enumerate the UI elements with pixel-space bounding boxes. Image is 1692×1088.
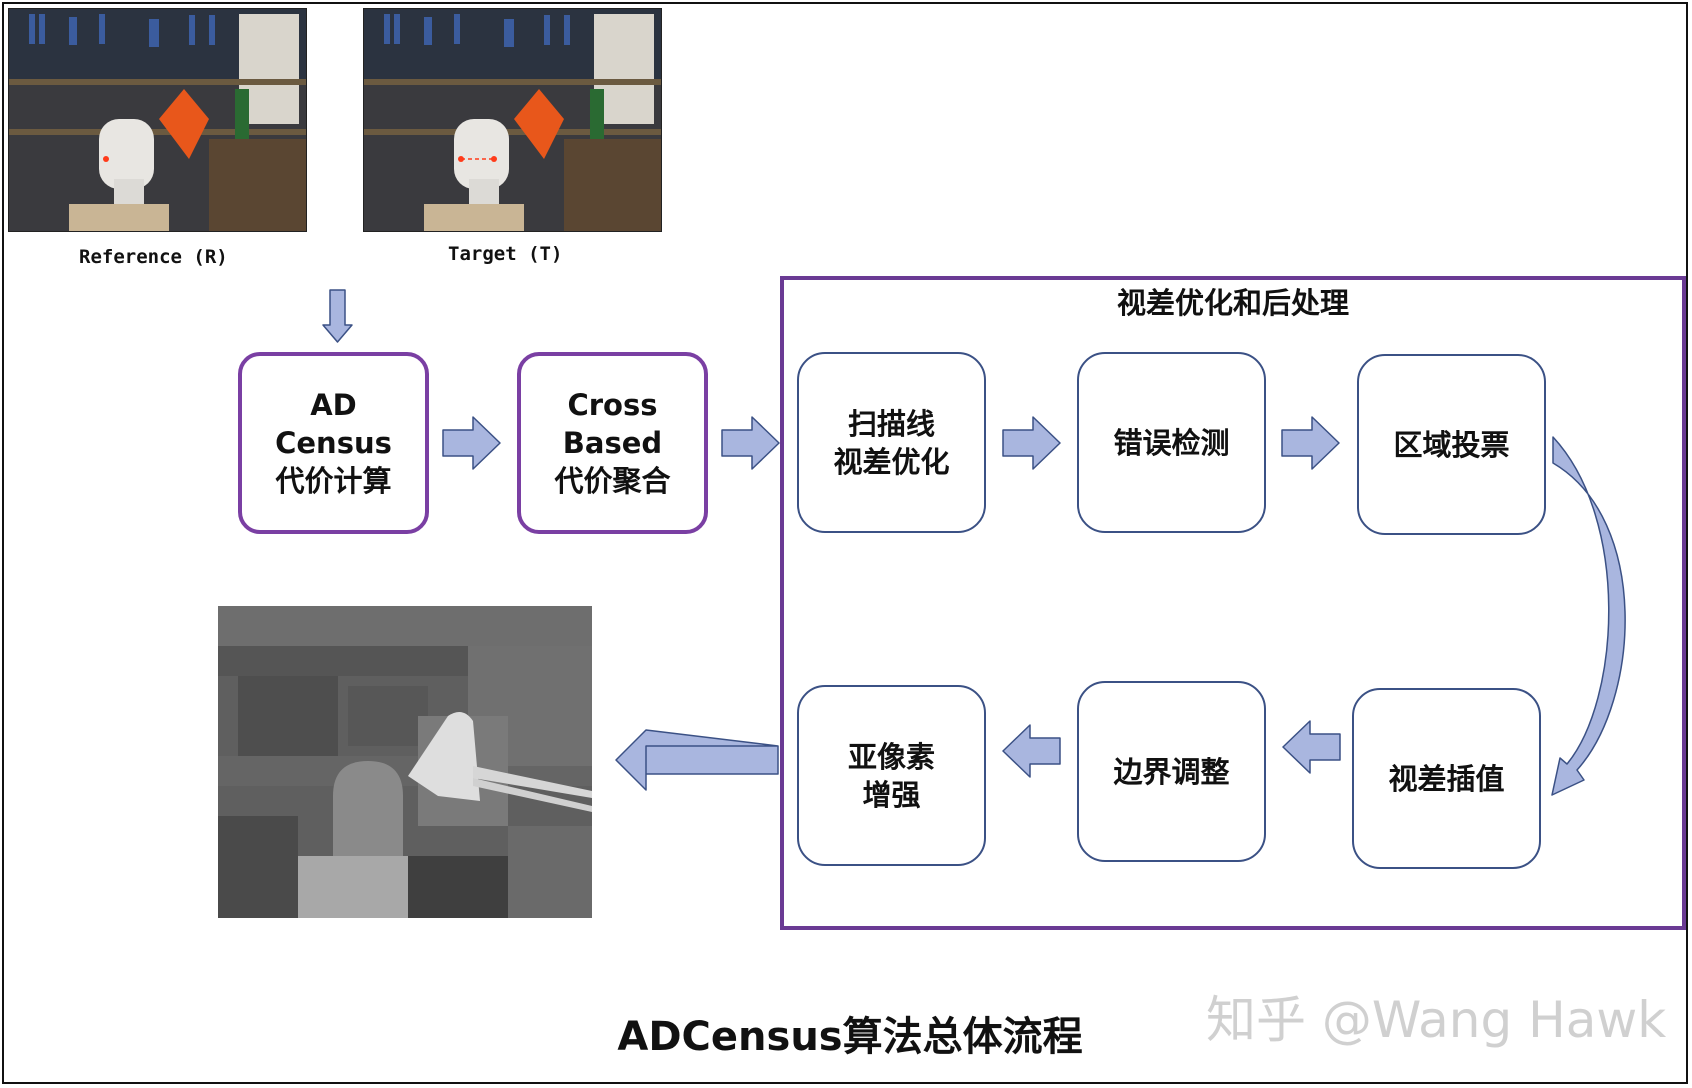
boundary-adjustment-label: 边界调整 bbox=[1113, 754, 1230, 789]
cross-based-line-3: 代价聚合 bbox=[554, 464, 671, 498]
postprocess-title: 视差优化和后处理 bbox=[1116, 286, 1349, 320]
subpixel-line-2: 增强 bbox=[862, 777, 921, 812]
boundary-adjustment-node: 边界调整 bbox=[1077, 681, 1266, 862]
cross-based-aggregation-node: Cross Based 代价聚合 bbox=[517, 352, 708, 534]
disparity-interpolation-node: 视差插值 bbox=[1352, 688, 1541, 869]
disparity-map-image bbox=[218, 606, 592, 918]
subpixel-line-1: 亚像素 bbox=[847, 739, 935, 774]
reference-image bbox=[8, 8, 307, 232]
reference-caption: Reference (R) bbox=[79, 246, 228, 268]
subpixel-enhancement-node: 亚像素 增强 bbox=[797, 685, 986, 866]
target-image bbox=[363, 8, 662, 232]
cross-based-line-2: Based bbox=[562, 426, 663, 460]
watermark: 知乎 @Wang Hawk bbox=[1206, 991, 1667, 1049]
target-caption: Target (T) bbox=[448, 243, 563, 265]
diagram-title: ADCensus算法总体流程 bbox=[617, 1014, 1083, 1060]
ad-census-line-3: 代价计算 bbox=[275, 464, 392, 498]
region-voting-label: 区域投票 bbox=[1393, 427, 1510, 462]
interpolation-label: 视差插值 bbox=[1388, 761, 1505, 796]
ad-census-line-1: AD bbox=[310, 388, 357, 422]
cross-based-line-1: Cross bbox=[567, 388, 658, 422]
ad-census-line-2: Census bbox=[275, 426, 392, 460]
scanline-line-1: 扫描线 bbox=[847, 406, 935, 441]
scanline-optimization-node: 扫描线 视差优化 bbox=[797, 352, 986, 533]
region-voting-node: 区域投票 bbox=[1357, 354, 1546, 535]
scanline-line-2: 视差优化 bbox=[833, 444, 950, 479]
error-detection-node: 错误检测 bbox=[1077, 352, 1266, 533]
ad-census-cost-node: AD Census 代价计算 bbox=[238, 352, 429, 534]
postprocess-group bbox=[780, 276, 1686, 930]
error-detection-label: 错误检测 bbox=[1113, 425, 1230, 460]
